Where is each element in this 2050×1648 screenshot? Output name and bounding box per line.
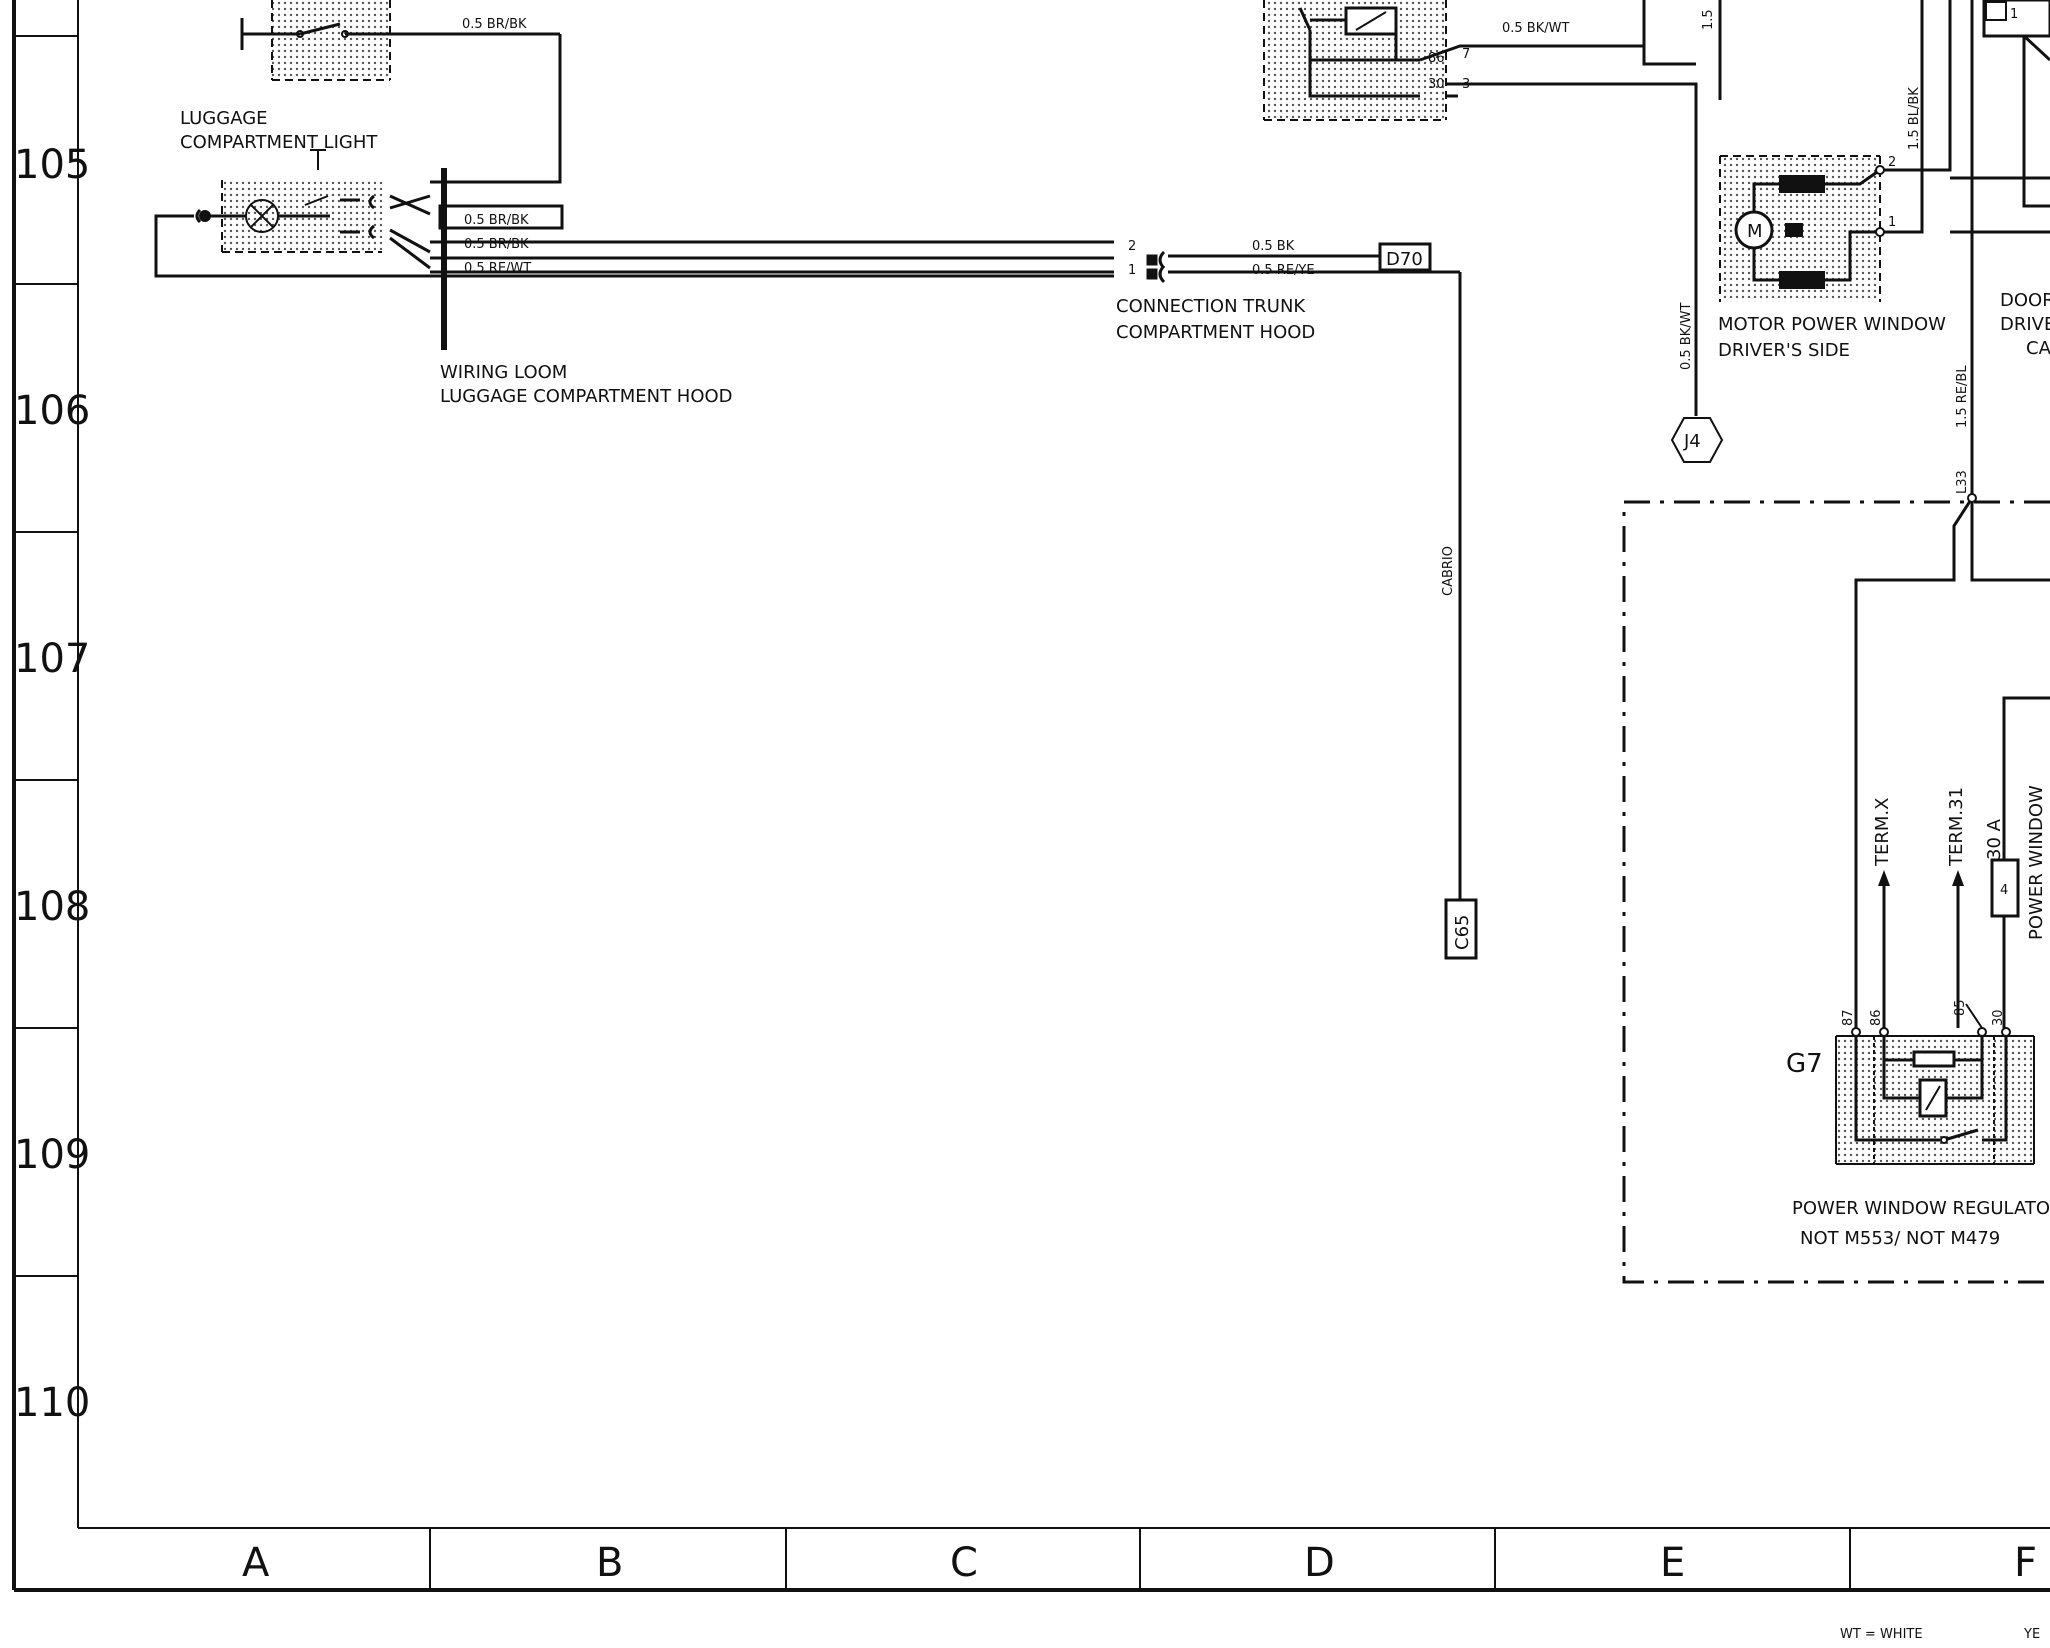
wire-label-bk: 0.5 BK [1252, 239, 1295, 254]
pin-label-1: 1 [1128, 263, 1136, 278]
column-letter-d: D [1304, 1540, 1335, 1586]
wire-label-re-bl: 1.5 RE/BL [1955, 365, 1970, 428]
motor-symbol: M [1747, 221, 1763, 242]
relay-pin-3: 3 [1462, 77, 1470, 92]
connector-c65: C65 [1444, 898, 1478, 960]
top-left-switch [240, 0, 560, 81]
wire-re-bl [1854, 0, 2050, 1040]
door-label-1: DOOR [2000, 290, 2050, 311]
regulator-id-g7: G7 [1786, 1049, 1823, 1079]
legend-ye: YE [2023, 1627, 2040, 1642]
wire-label-br-bk-1: 0.5 BR/BK [464, 213, 529, 228]
wire-bk-wt-to-j4 [1642, 0, 1698, 416]
g7-pin-30: 30 [1991, 1009, 2006, 1026]
luggage-compartment-light [195, 149, 382, 253]
luggage-light-label-1: LUGGAGE [180, 108, 268, 129]
splice-l33 [1967, 493, 1977, 503]
row-number-109: 109 [14, 1132, 90, 1178]
wire-label-bk-wt-top: 0.5 BK/WT [1502, 21, 1569, 36]
row-number-105: 105 [14, 142, 90, 188]
relay-pin-30: 30 [1428, 77, 1445, 92]
svg-text:4: 4 [2000, 883, 2008, 898]
wires-luggage-light [154, 34, 1114, 278]
terminal-wires [1882, 696, 2050, 1028]
svg-text:J4: J4 [1683, 431, 1701, 452]
motor-pin-1: 1 [1888, 215, 1896, 230]
term-x-label: TERM.X [1872, 798, 1893, 867]
relay-pin-86: 86 [1428, 51, 1445, 66]
trunk-connection-label-2: COMPARTMENT HOOD [1116, 322, 1315, 343]
wiring-loom-label-1: WIRING LOOM [440, 362, 567, 383]
wire-label-top-br-bk: 0.5 BR/BK [462, 17, 527, 32]
row-number-110: 110 [14, 1380, 90, 1426]
wire-label-cabrio: CABRIO [1441, 546, 1456, 596]
wire-label-re-ye: 0.5 RE/YE [1252, 263, 1315, 278]
row-number-107: 107 [14, 636, 90, 682]
motor-power-window [1719, 155, 1885, 302]
door-label-3: CA [2026, 338, 2050, 359]
trunk-connection-label-1: CONNECTION TRUNK [1116, 296, 1306, 317]
regulator-label-2: NOT M553/ NOT M479 [1800, 1228, 2000, 1249]
relay-pin-7: 7 [1462, 47, 1470, 62]
connector-d70: D70 [1378, 242, 1432, 272]
fuse-icon: 4 [1990, 858, 2020, 918]
g7-pin-85: 85 [1953, 999, 1968, 1016]
regulator-boundary [1622, 500, 2050, 1284]
legend-wt: WT = WHITE [1840, 1627, 1923, 1642]
g7-pin-86: 86 [1869, 1009, 1884, 1026]
wiring-loom-label-2: LUGGAGE COMPARTMENT HOOD [440, 386, 733, 407]
term-31-label: TERM.31 [1946, 787, 1967, 867]
row-number-108: 108 [14, 884, 90, 930]
pin-label-2: 2 [1128, 239, 1136, 254]
connector-j4: J4 [1670, 417, 1724, 463]
luggage-light-label-2: COMPARTMENT LIGHT [180, 132, 378, 153]
svg-text:C65: C65 [1452, 915, 1473, 950]
wire-label-bl-bk: 1.5 BL/BK [1907, 87, 1922, 150]
top-right-pin-1: 1 [2010, 7, 2018, 22]
door-label-2: DRIVE [2000, 314, 2050, 335]
column-letter-a: A [242, 1540, 270, 1586]
column-letter-b: B [596, 1540, 623, 1586]
connector-l33: L33 [1955, 470, 1970, 494]
column-letter-f: F [2014, 1540, 2037, 1586]
wire-label-re-wt: 0.5 RE/WT [464, 261, 531, 276]
column-letter-e: E [1660, 1540, 1685, 1586]
power-window-label: POWER WINDOW [2026, 785, 2047, 940]
wire-label-bk-wt-vert: 0.5 BK/WT [1679, 303, 1694, 370]
g7-pin-87: 87 [1841, 1009, 1856, 1026]
wire-label-top-15: 1.5 [1701, 9, 1716, 30]
svg-text:D70: D70 [1386, 249, 1423, 270]
trunk-connection [1146, 250, 1462, 900]
wire-label-br-bk-2: 0.5 BR/BK [464, 237, 529, 252]
term-x-arrow-icon [1878, 870, 1890, 886]
g7-85-lead [1965, 1003, 1983, 1029]
g7-relay [1835, 1027, 2035, 1165]
motor-label-2: DRIVER'S SIDE [1718, 340, 1850, 361]
diagram-frame [12, 0, 2050, 1592]
term-31-arrow-icon [1952, 870, 1964, 886]
motor-wires [1884, 0, 2050, 234]
top-right-box [1982, 0, 2050, 208]
row-number-106: 106 [14, 388, 90, 434]
motor-label-1: MOTOR POWER WINDOW [1718, 314, 1946, 335]
regulator-label-1: POWER WINDOW REGULATO [1792, 1198, 2050, 1219]
column-letter-c: C [950, 1540, 978, 1586]
motor-pin-2: 2 [1888, 155, 1896, 170]
fuse-30a-label: 30 A [1984, 818, 2005, 860]
top-relay [1263, 0, 1447, 121]
